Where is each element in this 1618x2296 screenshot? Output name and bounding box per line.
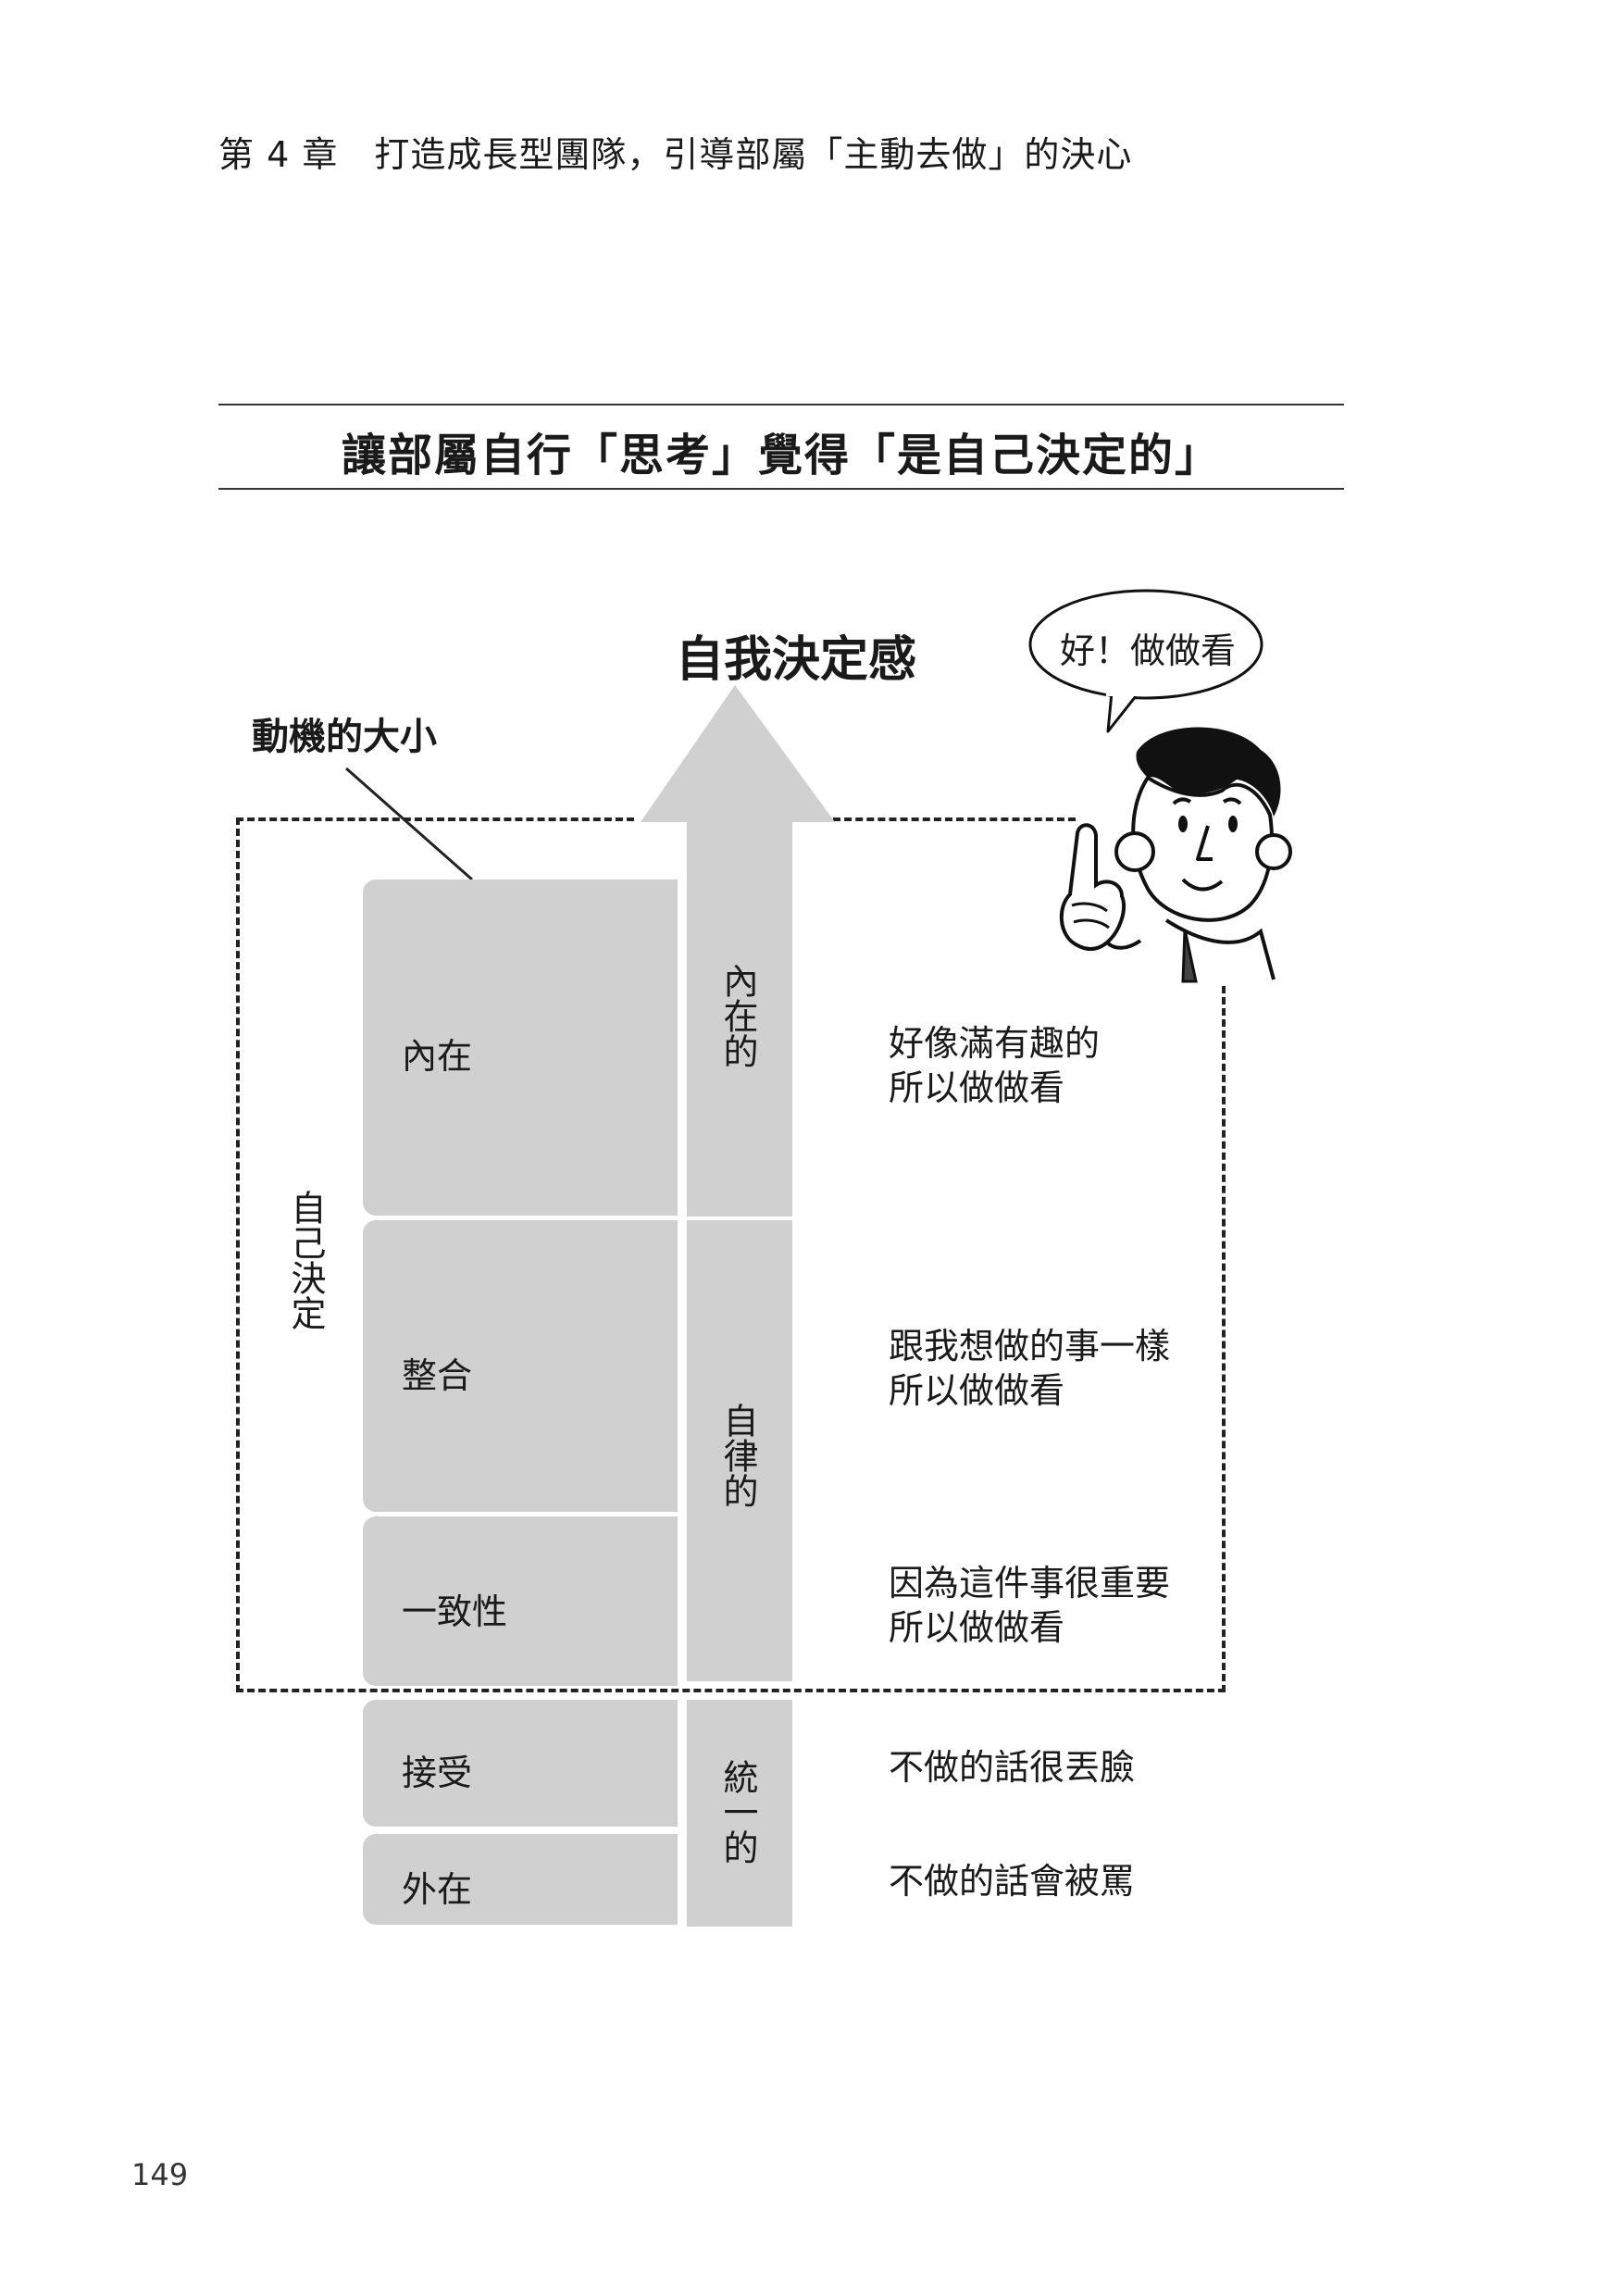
dashed-box-bottom [236, 1689, 1226, 1692]
dashed-box-top-left [236, 817, 634, 821]
level-description: 不做的話會被罵 [889, 1861, 1136, 1902]
page-number: 149 [131, 2157, 189, 2192]
level-block-external [363, 1834, 678, 1925]
level-label: 整合 [402, 1355, 473, 1396]
level-description: 跟我想做的事一樣 所以做做看 [889, 1326, 1171, 1411]
shaft-label-intrinsic: 內在的 [717, 963, 758, 1068]
level-block-identified [363, 1516, 678, 1686]
level-block-intrinsic [363, 880, 678, 1216]
level-label: 接受 [402, 1753, 473, 1793]
figure-title: 讓部屬自行「思考」覺得「是自己決定的」 [341, 430, 1221, 481]
shaft-label-autonomous: 自律的 [717, 1403, 758, 1508]
shaft-label-controlled: 統一的 [717, 1759, 758, 1865]
speech-bubble-text: 好！做做看 [1059, 630, 1236, 671]
title-top-rule [218, 404, 1344, 406]
dashed-box-right [1222, 986, 1226, 1692]
level-description: 不做的話很丟臉 [889, 1747, 1136, 1788]
motivation-label: 動機的大小 [252, 716, 437, 758]
businessman-pointing-icon [1059, 727, 1292, 983]
chapter-header: 第 4 章 打造成長型團隊，引導部屬「主動去做」的決心 [218, 134, 1133, 175]
level-label: 一致性 [402, 1591, 508, 1632]
title-bottom-rule [218, 488, 1344, 490]
self-determined-label: 自己決定 [282, 1190, 329, 1338]
speech-bubble-icon [1028, 589, 1263, 733]
dashed-box-left [236, 817, 240, 1692]
level-block-introjected [363, 1700, 678, 1827]
dashed-box-top-right [833, 817, 1076, 821]
up-arrow-icon [641, 685, 835, 1927]
level-description: 因為這件事很重要 所以做做看 [889, 1563, 1171, 1648]
motivation-pointer-line [345, 767, 473, 881]
level-block-integrated [363, 1220, 678, 1512]
level-label: 外在 [402, 1869, 473, 1910]
level-label: 內在 [402, 1036, 473, 1077]
axis-title: 自我決定感 [675, 632, 916, 688]
self-determined-text: 自己決定 [285, 1190, 326, 1330]
level-description: 好像滿有趣的 所以做做看 [889, 1023, 1101, 1108]
